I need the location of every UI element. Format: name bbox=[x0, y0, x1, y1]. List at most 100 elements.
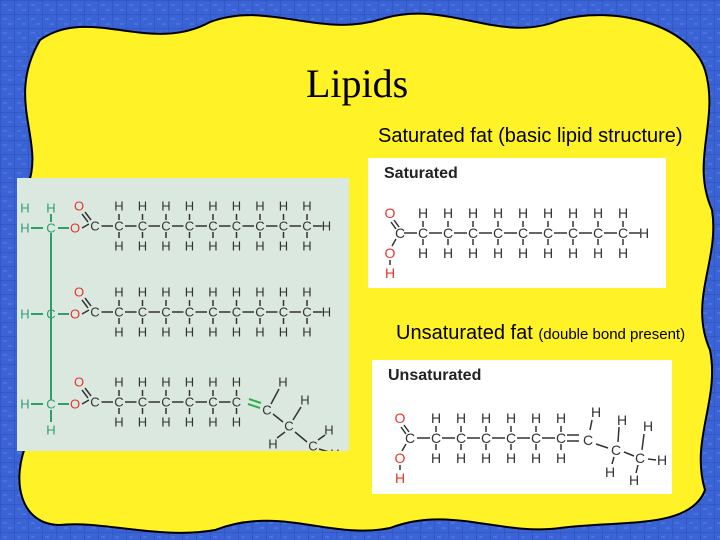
hydrogen-atom: H bbox=[481, 410, 491, 426]
oxygen-atom: O bbox=[74, 285, 84, 300]
hydrogen-atom: H bbox=[556, 450, 566, 466]
carbon-atom: C bbox=[255, 305, 264, 320]
bond-line bbox=[641, 433, 645, 451]
carbon-atom: C bbox=[279, 219, 288, 234]
bond-line bbox=[294, 431, 308, 443]
hydrogen-atom: H bbox=[443, 245, 453, 261]
hydrogen-atom: H bbox=[232, 199, 241, 214]
carbon-atom: C bbox=[185, 305, 194, 320]
carbon-atom: C bbox=[611, 442, 621, 458]
carbon-atom: C bbox=[208, 219, 217, 234]
hydrogen-atom: H bbox=[302, 325, 311, 340]
carbon-atom: C bbox=[583, 432, 593, 448]
oxygen-atom: O bbox=[74, 199, 84, 214]
hydrogen-atom: H bbox=[114, 375, 123, 390]
hydrogen-atom: H bbox=[208, 239, 217, 254]
carbon-atom: C bbox=[395, 225, 405, 241]
hydrogen-atom: H bbox=[506, 450, 516, 466]
hydrogen-atom: H bbox=[185, 239, 194, 254]
double-bond-line bbox=[81, 213, 89, 223]
hydrogen-atom: H bbox=[114, 325, 123, 340]
hydrogen-atom: H bbox=[208, 325, 217, 340]
carbon-atom: C bbox=[185, 219, 194, 234]
double-bond-line bbox=[390, 221, 397, 230]
carbon-atom: C bbox=[90, 305, 99, 320]
hydrogen-atom: H bbox=[161, 325, 170, 340]
bond-line bbox=[617, 426, 620, 443]
hydrogen-atom: H bbox=[20, 201, 29, 216]
saturated-fat-label: Saturated fat (basic lipid structure) bbox=[378, 125, 683, 147]
hydrogen-atom: H bbox=[531, 410, 541, 426]
hydrogen-atom: H bbox=[300, 393, 309, 408]
hydrogen-atom: H bbox=[468, 205, 478, 221]
hydrogen-atom: H bbox=[255, 325, 264, 340]
carbon-atom: C bbox=[90, 395, 99, 410]
oxygen-atom: O bbox=[385, 205, 396, 221]
carbon-atom: C bbox=[138, 395, 147, 410]
carbon-atom: C bbox=[418, 225, 428, 241]
bond-line bbox=[611, 456, 615, 465]
hydrogen-atom: H bbox=[330, 447, 339, 452]
hydrogen-atom: H bbox=[114, 285, 123, 300]
carbon-atom: C bbox=[618, 225, 628, 241]
hydrogen-atom: H bbox=[161, 285, 170, 300]
unsaturated-fat-label: Unsaturated fat (double bond present) bbox=[396, 322, 720, 345]
hydrogen-atom: H bbox=[431, 450, 441, 466]
carbon-atom: C bbox=[531, 430, 541, 446]
hydrogen-atom: H bbox=[556, 410, 566, 426]
hydrogen-atom: H bbox=[138, 199, 147, 214]
double-bond-line bbox=[84, 297, 92, 307]
hydrogen-atom: H bbox=[232, 325, 241, 340]
hydrogen-atom: H bbox=[161, 199, 170, 214]
hydrogen-atom: H bbox=[591, 404, 601, 420]
hydrogen-atom: H bbox=[385, 265, 395, 281]
double-bond-line bbox=[400, 426, 407, 435]
hydrogen-atom: H bbox=[279, 199, 288, 214]
hydrogen-atom: H bbox=[232, 415, 241, 430]
double-bond-line bbox=[247, 403, 261, 409]
hydrogen-atom: H bbox=[456, 450, 466, 466]
hydrogen-atom: H bbox=[593, 245, 603, 261]
hydrogen-atom: H bbox=[232, 285, 241, 300]
bond-line bbox=[81, 399, 90, 405]
double-bond-line bbox=[403, 424, 410, 433]
carbon-atom: C bbox=[493, 225, 503, 241]
hydrogen-atom: H bbox=[114, 415, 123, 430]
hydrogen-atom: H bbox=[232, 239, 241, 254]
hydrogen-atom: H bbox=[493, 205, 503, 221]
carbon-atom: C bbox=[161, 395, 170, 410]
carbon-atom: C bbox=[232, 395, 241, 410]
carbon-atom: C bbox=[138, 305, 147, 320]
hydrogen-atom: H bbox=[138, 375, 147, 390]
bond-line bbox=[292, 406, 302, 421]
hydrogen-atom: H bbox=[543, 245, 553, 261]
hydrogen-atom: H bbox=[593, 205, 603, 221]
hydrogen-atom: H bbox=[324, 423, 333, 438]
carbon-atom: C bbox=[431, 430, 441, 446]
hydrogen-atom: H bbox=[395, 470, 405, 486]
hydrogen-atom: H bbox=[138, 325, 147, 340]
oxygen-atom: O bbox=[385, 245, 396, 261]
bond-line bbox=[317, 434, 326, 441]
carbon-atom: C bbox=[308, 439, 317, 452]
hydrogen-atom: H bbox=[456, 410, 466, 426]
carbon-atom: C bbox=[161, 219, 170, 234]
hydrogen-atom: H bbox=[302, 199, 311, 214]
hydrogen-atom: H bbox=[278, 375, 287, 390]
bond-line bbox=[391, 238, 397, 247]
hydrogen-atom: H bbox=[20, 221, 29, 236]
hydrogen-atom: H bbox=[493, 245, 503, 261]
carbon-atom: C bbox=[114, 305, 123, 320]
hydrogen-atom: H bbox=[185, 325, 194, 340]
carbon-atom: C bbox=[161, 305, 170, 320]
unsaturated-label-main: Unsaturated fat bbox=[396, 322, 539, 344]
carbon-atom: C bbox=[468, 225, 478, 241]
hydrogen-atom: H bbox=[639, 225, 649, 241]
oxygen-atom: O bbox=[70, 221, 80, 236]
hydrogen-atom: H bbox=[322, 219, 331, 234]
bond-line bbox=[623, 451, 635, 457]
hydrogen-atom: H bbox=[481, 450, 491, 466]
